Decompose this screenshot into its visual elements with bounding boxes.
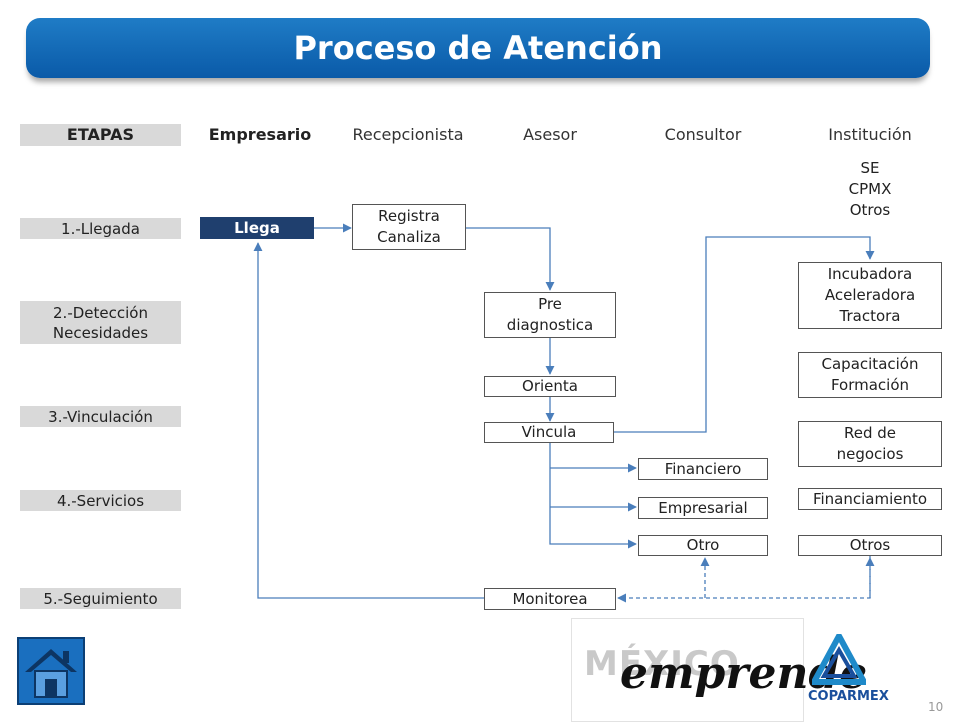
- node-vincula: Vincula: [484, 422, 614, 443]
- column-header-institucion: Institución: [828, 125, 912, 144]
- column-header-etapas: ETAPAS: [20, 124, 181, 146]
- column-header-recepcionista: Recepcionista: [352, 125, 464, 144]
- stage-vinculacion: 3.-Vinculación: [20, 406, 181, 427]
- arrow-registra-prediagnostica: [466, 227, 555, 291]
- node-financiamiento: Financiamiento: [798, 488, 942, 510]
- arrow-vincula-incubadora: [614, 236, 875, 433]
- node-se-cpmx-otros: SE CPMX Otros: [848, 159, 892, 219]
- title-banner: Proceso de Atención: [26, 18, 930, 78]
- node-empresarial: Empresarial: [638, 497, 768, 519]
- node-otro: Otro: [638, 535, 768, 556]
- arrow-vincula-financiero: [549, 443, 637, 549]
- coparmex-logo-icon: [812, 634, 866, 685]
- column-header-asesor: Asesor: [523, 125, 577, 144]
- dashed-otros-monitorea: [617, 555, 871, 603]
- stage-seguimiento: 5.-Seguimiento: [20, 588, 181, 609]
- home-icon: [25, 649, 77, 698]
- logo-coparmex-text: COPARMEX: [808, 689, 889, 704]
- stage-servicios: 4.-Servicios: [20, 490, 181, 511]
- node-incubadora: Incubadora Aceleradora Tractora: [798, 262, 942, 329]
- node-otros: Otros: [798, 535, 942, 556]
- page-title: Proceso de Atención: [293, 29, 663, 67]
- page-number: 10: [928, 700, 944, 714]
- node-financiero: Financiero: [638, 458, 768, 480]
- home-button[interactable]: [17, 637, 85, 705]
- node-llega: Llega: [200, 217, 314, 239]
- node-capacitacion: Capacitación Formación: [798, 352, 942, 398]
- node-prediagnostica: Pre diagnostica: [484, 292, 616, 338]
- node-red-negocios: Red de negocios: [798, 421, 942, 467]
- node-registra-canaliza: Registra Canaliza: [352, 204, 466, 250]
- stage-deteccion: 2.-Detección Necesidades: [20, 301, 181, 344]
- node-monitorea: Monitorea: [484, 588, 616, 610]
- column-header-empresario: Empresario: [208, 125, 312, 144]
- mexico-emprende-logo: [571, 618, 804, 722]
- column-header-consultor: Consultor: [664, 125, 742, 144]
- node-orienta: Orienta: [484, 376, 616, 397]
- stage-llegada: 1.-Llegada: [20, 218, 181, 239]
- arrow-monitorea-llega: [253, 242, 484, 599]
- logo-mexico-text: MÉXICO: [584, 644, 740, 684]
